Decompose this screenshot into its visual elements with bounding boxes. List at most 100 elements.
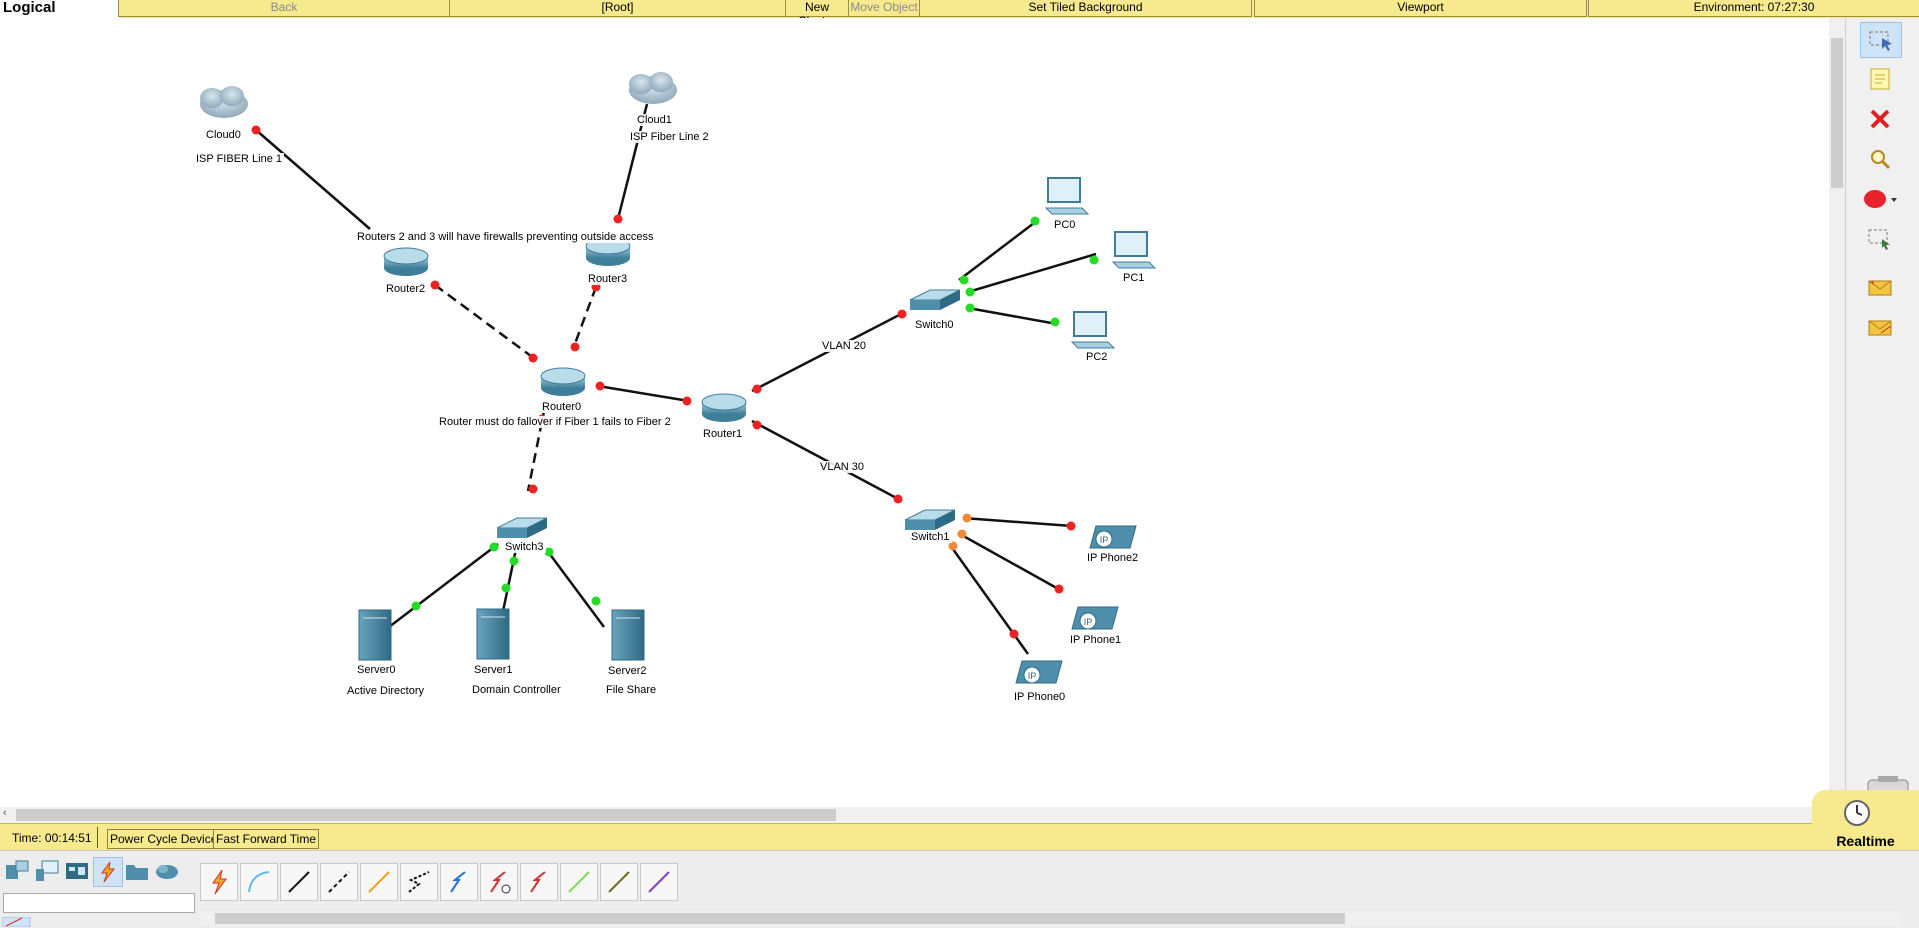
router1-label: Router1 bbox=[701, 428, 745, 440]
vlan20-note[interactable]: VLAN 20 bbox=[820, 340, 869, 352]
router1-icon bbox=[701, 393, 747, 422]
common-tools-bar: + bbox=[1845, 18, 1919, 808]
svg-text:IP: IP bbox=[1028, 671, 1037, 681]
logical-workspace-tab[interactable]: Logical bbox=[0, 0, 122, 18]
move-object-button[interactable]: Move Object bbox=[848, 0, 920, 17]
cloud1-label: Cloud1 bbox=[635, 114, 674, 126]
root-button[interactable]: [Root] bbox=[449, 0, 786, 17]
ipphone2-icon: IP bbox=[1089, 525, 1137, 549]
server2-description: File Share bbox=[604, 684, 659, 696]
failover-note[interactable]: Router must do fallover if Fiber 1 fails… bbox=[437, 416, 673, 428]
pc2-icon bbox=[1070, 311, 1116, 349]
server0-label: Server0 bbox=[355, 664, 398, 676]
scroll-left-arrow-icon[interactable]: ‹ bbox=[3, 807, 7, 819]
fast-forward-time-button[interactable]: Fast Forward Time bbox=[213, 829, 320, 849]
lightning-connection-icon bbox=[101, 861, 116, 883]
category-network-devices[interactable] bbox=[3, 857, 31, 885]
router0-label: Router0 bbox=[540, 401, 584, 413]
resize-icon bbox=[1868, 229, 1890, 250]
connection-automatic[interactable] bbox=[200, 863, 238, 901]
components-icon bbox=[66, 863, 88, 879]
cloud0-icon bbox=[200, 86, 248, 118]
server2-icon bbox=[611, 609, 645, 661]
draw-shape-tool[interactable] bbox=[1862, 182, 1898, 216]
add-simple-pdu-tool[interactable]: + bbox=[1862, 270, 1898, 304]
connection-coaxial[interactable] bbox=[440, 863, 478, 901]
straight-through-cable-icon bbox=[288, 871, 310, 893]
link-switch0-pc2 bbox=[967, 306, 1058, 326]
ipphone1-icon: IP bbox=[1071, 606, 1119, 630]
multiuser-cloud-icon bbox=[156, 865, 178, 879]
device-type-panel bbox=[0, 850, 1919, 928]
resize-shape-tool[interactable] bbox=[1862, 222, 1898, 256]
router3-icon bbox=[585, 237, 631, 266]
inspect-tool[interactable] bbox=[1862, 142, 1898, 176]
folder-icon bbox=[126, 865, 148, 880]
firewall-note[interactable]: Routers 2 and 3 will have firewalls prev… bbox=[355, 231, 656, 243]
add-complex-pdu-icon bbox=[1868, 320, 1892, 336]
pc1-label: PC1 bbox=[1121, 272, 1147, 284]
ipphone2-label: IP Phone2 bbox=[1085, 552, 1141, 564]
connection-copper-straight[interactable] bbox=[280, 863, 318, 901]
connection-serial-dte[interactable] bbox=[520, 863, 558, 901]
serial-dce-cable-icon bbox=[490, 871, 511, 894]
new-cluster-button[interactable]: New Cluster bbox=[785, 0, 849, 28]
category-end-devices[interactable] bbox=[33, 857, 61, 885]
server0-description: Active Directory bbox=[345, 685, 427, 697]
back-button[interactable]: Back bbox=[118, 0, 450, 17]
server1-icon bbox=[476, 608, 510, 660]
iot-custom-cable-icon bbox=[608, 871, 630, 893]
category-multiuser[interactable] bbox=[153, 857, 181, 885]
category-connections[interactable] bbox=[93, 857, 123, 887]
status-divider bbox=[97, 827, 98, 848]
pc2-label: PC2 bbox=[1084, 351, 1110, 363]
power-cycle-devices-button[interactable]: Power Cycle Devices bbox=[107, 829, 227, 849]
connection-usb[interactable] bbox=[640, 863, 678, 901]
connection-octal[interactable] bbox=[560, 863, 598, 901]
select-icon bbox=[1869, 31, 1892, 51]
realtime-label: Realtime bbox=[1836, 833, 1895, 849]
auto-connection-icon bbox=[212, 869, 227, 895]
server1-description: Domain Controller bbox=[470, 684, 563, 696]
device-search-input[interactable] bbox=[3, 893, 195, 913]
canvas-horizontal-scroll-thumb[interactable] bbox=[16, 809, 836, 821]
connection-console[interactable] bbox=[240, 863, 278, 901]
connections-scroll-thumb[interactable] bbox=[215, 913, 1345, 924]
vlan30-note[interactable]: VLAN 30 bbox=[818, 461, 867, 473]
logical-workspace-canvas[interactable]: IP IP IP Cloud0 ISP FIBER Line 1 Cloud1 … bbox=[0, 18, 1830, 808]
cloud0-description: ISP FIBER Line 1 bbox=[194, 153, 285, 165]
router2-icon bbox=[383, 247, 429, 276]
link-switch0-pc0 bbox=[958, 219, 1039, 281]
set-tiled-background-button[interactable]: Set Tiled Background bbox=[919, 0, 1252, 17]
cloud0-label: Cloud0 bbox=[204, 129, 243, 141]
link-router2-router0 bbox=[434, 283, 536, 361]
link-router0-router1 bbox=[597, 384, 690, 403]
connection-serial-dce[interactable] bbox=[480, 863, 518, 901]
pc0-icon bbox=[1044, 177, 1090, 215]
switch3-icon bbox=[496, 517, 548, 538]
switch0-icon bbox=[909, 289, 961, 310]
link-router3-router0 bbox=[571, 286, 598, 350]
realtime-mode-tab[interactable]: Realtime bbox=[1812, 790, 1919, 850]
category-components[interactable] bbox=[63, 857, 91, 885]
fiber-cable-icon bbox=[368, 871, 390, 893]
canvas-vertical-scrollbar[interactable] bbox=[1829, 18, 1845, 808]
connection-phone[interactable] bbox=[400, 863, 438, 901]
select-tool[interactable] bbox=[1860, 22, 1902, 58]
connection-copper-cross[interactable] bbox=[320, 863, 358, 901]
server2-label: Server2 bbox=[606, 665, 649, 677]
connection-iot-custom[interactable] bbox=[600, 863, 638, 901]
delete-tool[interactable] bbox=[1862, 102, 1898, 136]
place-note-tool[interactable] bbox=[1862, 62, 1898, 96]
ipphone0-icon: IP bbox=[1015, 660, 1063, 684]
canvas-vertical-scroll-thumb[interactable] bbox=[1831, 38, 1843, 188]
viewport-button[interactable]: Viewport bbox=[1254, 0, 1587, 17]
category-miscellaneous[interactable] bbox=[123, 857, 151, 885]
link-switch3-server0 bbox=[388, 543, 499, 628]
note-icon bbox=[1870, 68, 1890, 90]
network-devices-icon bbox=[6, 860, 29, 879]
connection-fiber[interactable] bbox=[360, 863, 398, 901]
environment-button[interactable]: Environment: 07:27:30 bbox=[1588, 0, 1919, 17]
pc0-label: PC0 bbox=[1052, 219, 1078, 231]
add-complex-pdu-tool[interactable] bbox=[1862, 310, 1898, 344]
